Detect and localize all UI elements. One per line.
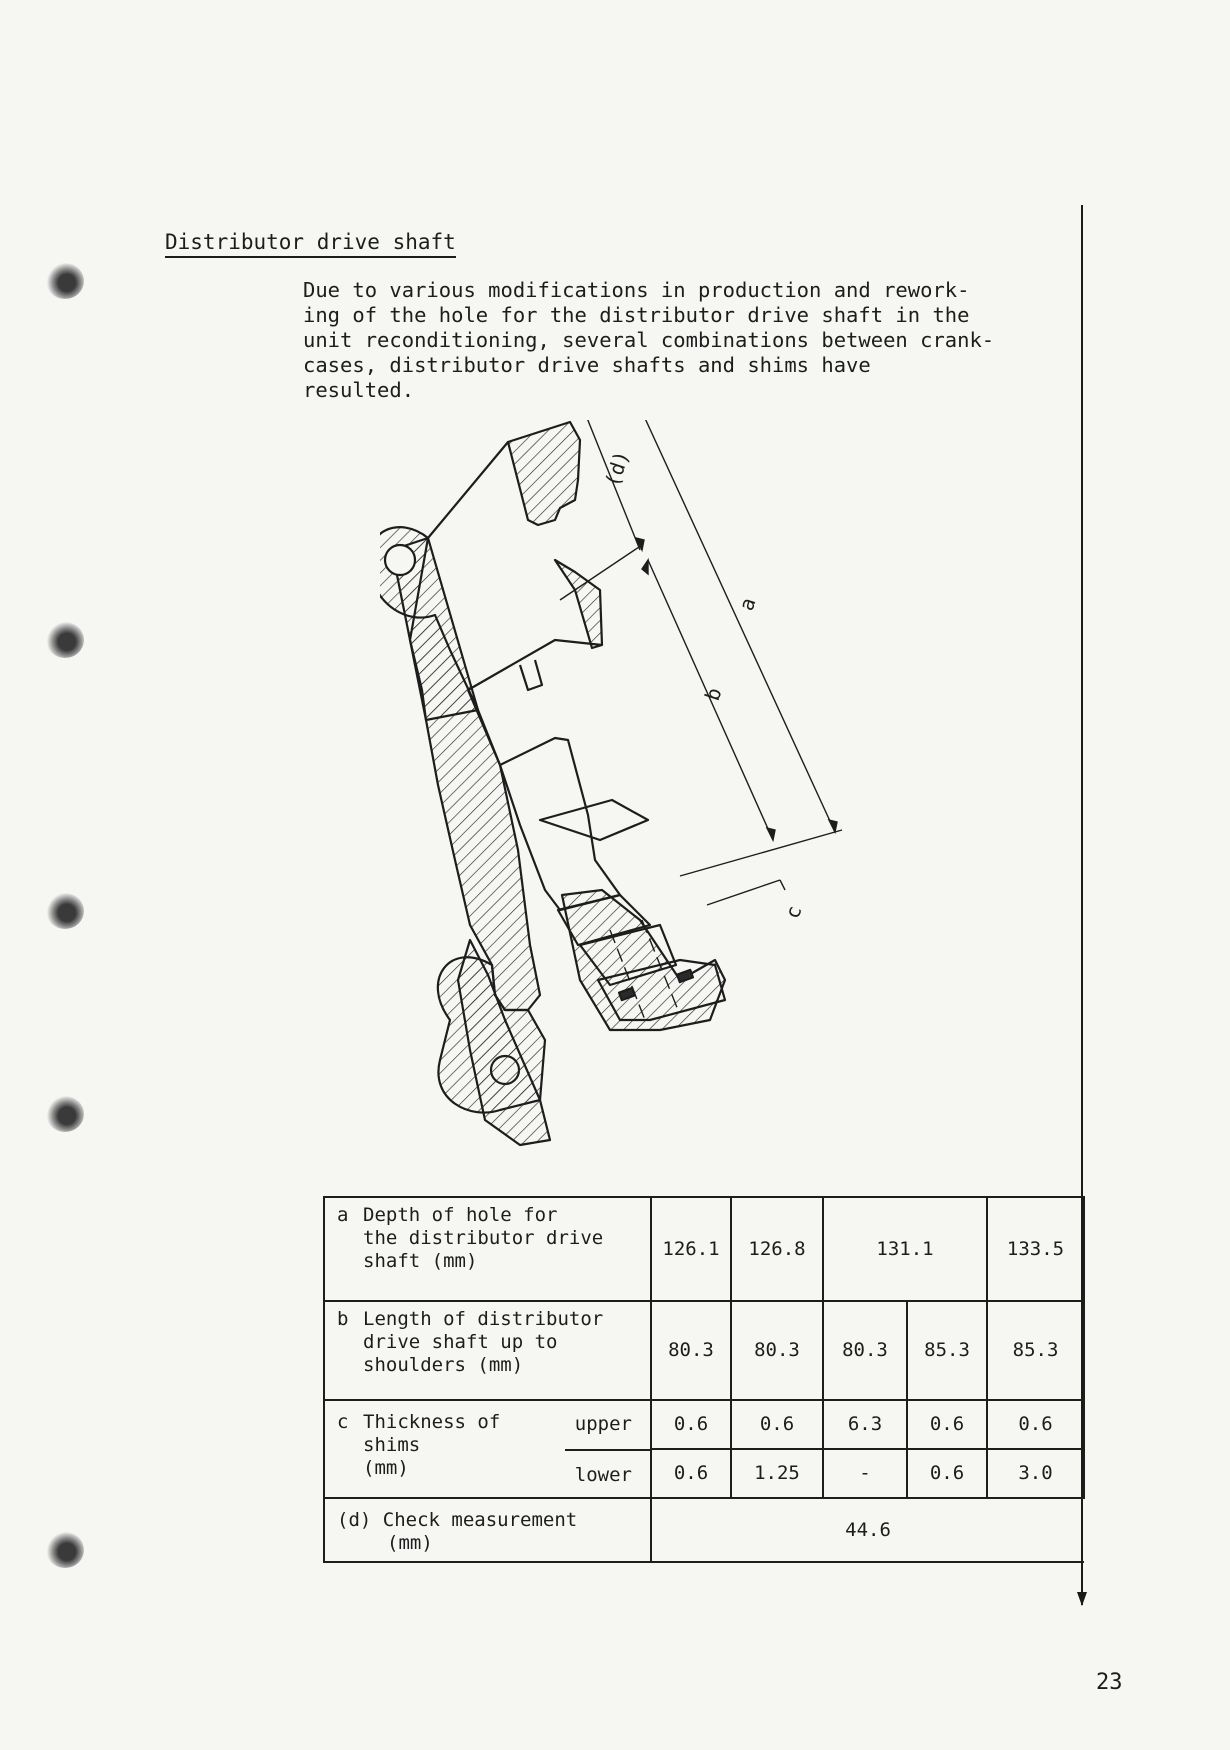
intro-line: Due to various modifications in producti… xyxy=(303,278,970,302)
binder-hole xyxy=(46,622,84,658)
bore-outline xyxy=(467,638,603,691)
table-cell: 85.3 xyxy=(986,1300,1086,1401)
table-row-c-lower: 0.6 1.25 - 0.6 3.0 xyxy=(324,1447,1086,1499)
intro-paragraph: Due to various modifications in producti… xyxy=(303,278,1073,403)
table-cell: 126.8 xyxy=(730,1195,824,1303)
binder-hole xyxy=(46,893,84,929)
dimension-line-a xyxy=(645,420,836,833)
intro-line: cases, distributor drive shafts and shim… xyxy=(303,353,871,377)
binder-hole xyxy=(46,1096,84,1132)
table-cell: 6.3 xyxy=(822,1398,908,1450)
label-a: a xyxy=(734,595,761,614)
label-line: Length of distributor xyxy=(363,1308,604,1331)
binder-hole xyxy=(46,263,84,299)
extension-line xyxy=(779,879,786,891)
row-key: b xyxy=(337,1308,349,1331)
lower-label: lower xyxy=(574,1463,632,1486)
arrow-head xyxy=(641,557,649,576)
extension-line xyxy=(706,879,781,906)
label-line: shaft (mm) xyxy=(363,1250,478,1272)
distributor-shaft xyxy=(498,736,622,912)
intro-line: ing of the hole for the distributor driv… xyxy=(303,303,970,327)
intro-line: unit reconditioning, several combination… xyxy=(303,328,995,352)
crankcase-wall-right-upper xyxy=(506,420,582,527)
label-c: c xyxy=(780,903,807,922)
label-line: drive shaft up to xyxy=(363,1331,558,1354)
label-b: b xyxy=(700,685,727,704)
bolt-hole-upper xyxy=(383,543,417,577)
shaft-centerline xyxy=(609,919,679,1021)
arrow-head xyxy=(765,826,776,843)
crankcase-wall-right-lower xyxy=(560,888,727,1032)
row-label: b Length of distributor drive shaft up to… xyxy=(323,1300,652,1401)
shaft-neck xyxy=(556,893,652,947)
binder-hole xyxy=(46,1532,84,1568)
shaft-dog xyxy=(466,659,544,766)
table-cell: 80.3 xyxy=(822,1300,908,1401)
page-number: 23 xyxy=(1096,1670,1123,1695)
table-cell: 0.6 xyxy=(905,1398,989,1450)
label-line: shoulders (mm) xyxy=(363,1354,524,1377)
table-cell: 131.1 xyxy=(821,1195,989,1303)
label-line: (mm) xyxy=(363,1456,409,1479)
table-cell: 133.5 xyxy=(986,1195,1086,1303)
margin-rule-arrow xyxy=(1077,1592,1087,1606)
row-label: c Thickness of shims (mm) upper lower xyxy=(323,1398,652,1499)
row-key: a xyxy=(337,1204,349,1226)
upper-label: upper xyxy=(574,1412,632,1435)
table-cell: 1.25 xyxy=(730,1447,824,1499)
row-key: c xyxy=(337,1410,349,1433)
table-row-d: (d) Check measurement (mm) 44.6 xyxy=(323,1496,1085,1564)
crankcase-wall-right-mid xyxy=(553,558,604,650)
label-line: Thickness of xyxy=(363,1410,501,1433)
dimension-line-d xyxy=(587,420,641,551)
divider xyxy=(565,1448,652,1451)
bore-outline xyxy=(427,441,509,539)
shaft-spigot-end xyxy=(596,958,727,1022)
arrow-head xyxy=(634,536,645,553)
shim-upper xyxy=(675,968,695,984)
table-cell: 80.3 xyxy=(730,1300,824,1401)
table-row-a: a Depth of hole for the distributor drive… xyxy=(323,1195,1086,1303)
label-line: the distributor drive xyxy=(363,1227,604,1249)
crankcase-break-lower xyxy=(456,938,552,1147)
row-label: (d) Check measurement (mm) xyxy=(323,1496,652,1564)
dimension-line-b xyxy=(647,559,774,841)
arrow-head xyxy=(827,818,838,835)
table-cell: 3.0 xyxy=(986,1447,1086,1499)
shaft-spigot xyxy=(578,923,678,987)
cross-section-diagram: (d) a b c xyxy=(380,420,843,1147)
label-d: (d) xyxy=(600,448,634,490)
table-row-c-upper: c Thickness of shims (mm) upper lower 0.6… xyxy=(323,1398,1086,1499)
table-row-b: b Length of distributor drive shaft up to… xyxy=(323,1300,1086,1401)
label-line: shims xyxy=(363,1433,421,1456)
table-cell: 0.6 xyxy=(650,1447,732,1499)
section-title: Distributor drive shaft xyxy=(165,230,456,258)
shaft-gear xyxy=(538,798,650,842)
table-cell: - xyxy=(822,1447,908,1499)
intro-line: resulted. xyxy=(303,378,415,402)
label-line: (d) Check measurement xyxy=(337,1508,578,1531)
label-line: Depth of hole for xyxy=(363,1204,558,1226)
table-cell: 126.1 xyxy=(650,1195,732,1303)
table-cell: 0.6 xyxy=(730,1398,824,1450)
table-cell: 0.6 xyxy=(650,1398,732,1450)
row-label: a Depth of hole for the distributor drive… xyxy=(323,1195,652,1303)
extension-line xyxy=(559,544,643,601)
spec-table: a Depth of hole for the distributor drive… xyxy=(323,1195,1086,1564)
label-line: (mm) xyxy=(387,1531,433,1554)
table-cell: 80.3 xyxy=(650,1300,732,1401)
table-cell: 0.6 xyxy=(905,1447,989,1499)
table-cell: 0.6 xyxy=(986,1398,1086,1450)
table-cell: 44.6 xyxy=(649,1496,1085,1564)
margin-rule xyxy=(1081,205,1083,1605)
table-cell: 85.3 xyxy=(905,1300,989,1401)
crankcase-lug-upper xyxy=(380,526,480,722)
extension-line xyxy=(679,829,843,877)
